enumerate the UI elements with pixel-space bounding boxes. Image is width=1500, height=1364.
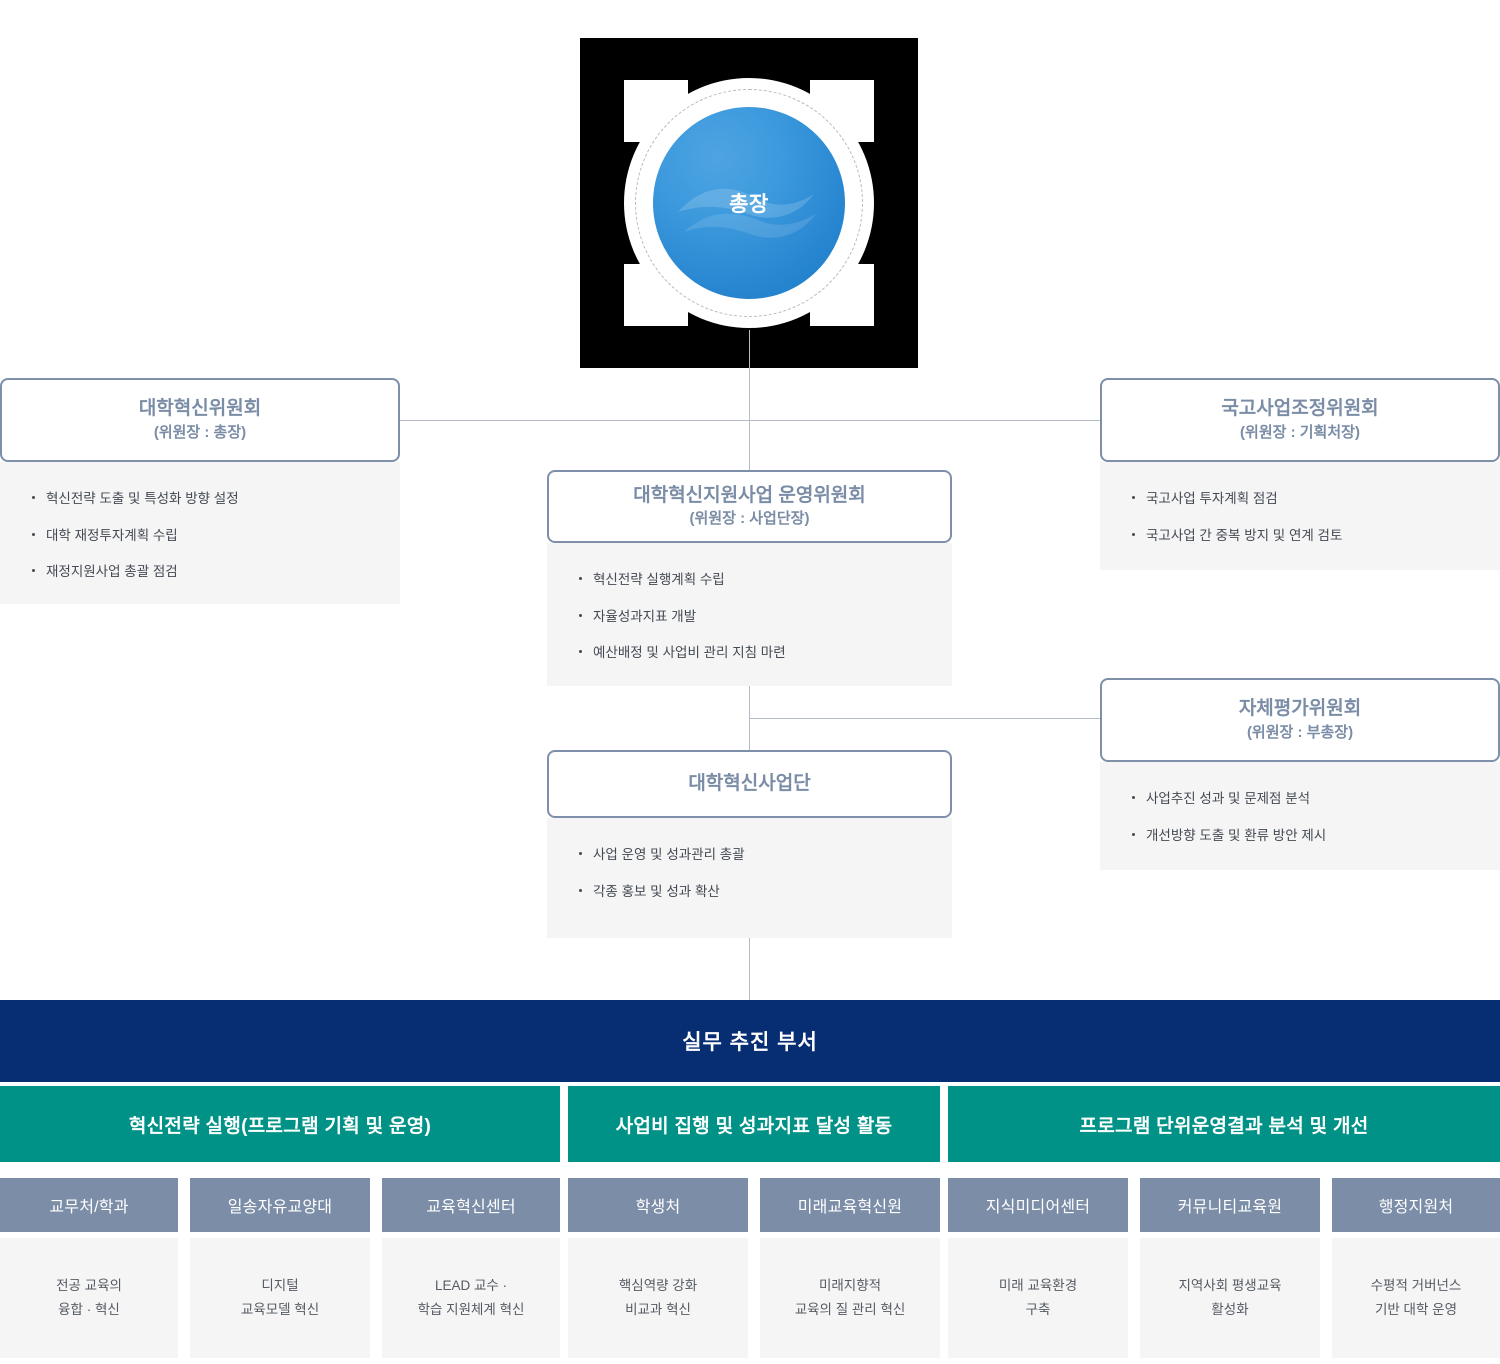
department-desc: 디지털 교육모델 혁신 bbox=[240, 1278, 320, 1317]
president-dashed-ring bbox=[635, 89, 863, 317]
committee-card-university-innovation-committee[interactable]: 대학혁신위원회 (위원장 : 총장) bbox=[0, 378, 400, 462]
department-desc: 수평적 거버넌스 기반 대학 운영 bbox=[1370, 1278, 1462, 1317]
list-item: 사업 운영 및 성과관리 총괄 bbox=[577, 844, 922, 866]
committee-card-self-evaluation-committee[interactable]: 자체평가위원회 (위원장 : 부총장) bbox=[1100, 678, 1500, 762]
department-future-education-institute[interactable]: 미래교육혁신원 미래지향적 교육의 질 관리 혁신 bbox=[760, 1178, 940, 1358]
president-node: 총장 bbox=[580, 38, 918, 368]
department-education-innovation-center[interactable]: 교육혁신센터 LEAD 교수 · 학습 지원체계 혁신 bbox=[382, 1178, 560, 1358]
committee-body-university-innovation-committee: 혁신전략 도출 및 특성화 방향 설정 대학 재정투자계획 수립 재정지원사업 … bbox=[0, 462, 400, 604]
list-item: 개선방향 도출 및 환류 방안 제시 bbox=[1130, 825, 1470, 847]
department-name: 지식미디어센터 bbox=[985, 1199, 1091, 1216]
connector-to-steering-committee bbox=[749, 420, 750, 470]
department-name: 커뮤니티교육원 bbox=[1177, 1199, 1283, 1216]
committee-title: 자체평가위원회 bbox=[1238, 698, 1362, 720]
committee-body-self-evaluation-committee: 사업추진 성과 및 문제점 분석 개선방향 도출 및 환류 방안 제시 bbox=[1100, 762, 1500, 870]
department-body: 전공 교육의 융합 · 혁신 bbox=[0, 1238, 178, 1358]
committee-title: 국고사업조정위원회 bbox=[1221, 398, 1379, 420]
department-desc: 미래지향적 교육의 질 관리 혁신 bbox=[794, 1278, 906, 1317]
list-item: 자율성과지표 개발 bbox=[577, 606, 922, 628]
committee-card-national-project-coordination-committee[interactable]: 국고사업조정위원회 (위원장 : 기획처장) bbox=[1100, 378, 1500, 462]
committee-title: 대학혁신사업단 bbox=[688, 773, 811, 795]
department-header: 학생처 bbox=[568, 1178, 748, 1232]
department-body: 수평적 거버넌스 기반 대학 운영 bbox=[1332, 1238, 1500, 1358]
department-body: 디지털 교육모델 혁신 bbox=[190, 1238, 370, 1358]
department-name: 미래교육혁신원 bbox=[797, 1199, 903, 1216]
working-departments-bar: 실무 추진 부서 bbox=[0, 1000, 1500, 1082]
department-header: 지식미디어센터 bbox=[948, 1178, 1128, 1232]
committee-title: 대학혁신지원사업 운영위원회 bbox=[633, 484, 866, 506]
connector-right-committee-horizontal bbox=[749, 420, 1101, 421]
department-header: 일송자유교양대 bbox=[190, 1178, 370, 1232]
list-item: 혁신전략 실행계획 수립 bbox=[577, 569, 922, 591]
president-circle: 총장 bbox=[653, 107, 845, 299]
department-desc: 미래 교육환경 구축 bbox=[998, 1278, 1078, 1317]
department-body: 지역사회 평생교육 활성화 bbox=[1140, 1238, 1320, 1358]
department-ilsong-liberal-arts[interactable]: 일송자유교양대 디지털 교육모델 혁신 bbox=[190, 1178, 370, 1358]
department-desc: LEAD 교수 · 학습 지원체계 혁신 bbox=[417, 1278, 525, 1317]
committee-item-list: 사업 운영 및 성과관리 총괄 각종 홍보 및 성과 확산 bbox=[577, 844, 922, 902]
president-label: 총장 bbox=[729, 193, 769, 216]
list-item: 재정지원사업 총괄 점검 bbox=[30, 561, 370, 583]
department-community-education-institute[interactable]: 커뮤니티교육원 지역사회 평생교육 활성화 bbox=[1140, 1178, 1320, 1358]
list-item: 예산배정 및 사업비 관리 지침 마련 bbox=[577, 642, 922, 664]
committee-card-university-innovation-project-group[interactable]: 대학혁신사업단 bbox=[547, 750, 952, 818]
list-item: 국고사업 간 중복 방지 및 연계 검토 bbox=[1130, 525, 1470, 547]
committee-item-list: 국고사업 투자계획 점검 국고사업 간 중복 방지 및 연계 검토 bbox=[1130, 488, 1470, 546]
department-name: 학생처 bbox=[635, 1199, 681, 1216]
committee-chair: (위원장 : 기획처장) bbox=[1240, 423, 1360, 441]
department-body: 미래지향적 교육의 질 관리 혁신 bbox=[760, 1238, 940, 1358]
list-item: 각종 홍보 및 성과 확산 bbox=[577, 881, 922, 903]
committee-body-national-project-coordination-committee: 국고사업 투자계획 점검 국고사업 간 중복 방지 및 연계 검토 bbox=[1100, 462, 1500, 570]
department-body: LEAD 교수 · 학습 지원체계 혁신 bbox=[382, 1238, 560, 1358]
committee-body-innovation-support-project-steering-committee: 혁신전략 실행계획 수립 자율성과지표 개발 예산배정 및 사업비 관리 지침 … bbox=[547, 543, 952, 686]
list-item: 대학 재정투자계획 수립 bbox=[30, 525, 370, 547]
department-body: 핵심역량 강화 비교과 혁신 bbox=[568, 1238, 748, 1358]
committee-body-university-innovation-project-group: 사업 운영 및 성과관리 총괄 각종 홍보 및 성과 확산 bbox=[547, 818, 952, 938]
department-name: 교육혁신센터 bbox=[426, 1199, 516, 1216]
committee-item-list: 혁신전략 실행계획 수립 자율성과지표 개발 예산배정 및 사업비 관리 지침 … bbox=[577, 569, 922, 664]
department-student-affairs[interactable]: 학생처 핵심역량 강화 비교과 혁신 bbox=[568, 1178, 748, 1358]
group-header-label: 프로그램 단위운영결과 분석 및 개선 bbox=[1079, 1115, 1369, 1137]
connector-president-vertical bbox=[749, 330, 750, 420]
department-name: 행정지원처 bbox=[1378, 1199, 1454, 1216]
department-knowledge-media-center[interactable]: 지식미디어센터 미래 교육환경 구축 bbox=[948, 1178, 1128, 1358]
committee-item-list: 혁신전략 도출 및 특성화 방향 설정 대학 재정투자계획 수립 재정지원사업 … bbox=[30, 488, 370, 583]
group-header-program-analysis[interactable]: 프로그램 단위운영결과 분석 및 개선 bbox=[948, 1086, 1500, 1162]
connector-left-committee-horizontal bbox=[399, 420, 750, 421]
wave-logo-icon bbox=[678, 188, 816, 238]
department-name: 일송자유교양대 bbox=[227, 1199, 333, 1216]
department-header: 커뮤니티교육원 bbox=[1140, 1178, 1320, 1232]
committee-title: 대학혁신위원회 bbox=[138, 398, 262, 420]
department-desc: 핵심역량 강화 비교과 혁신 bbox=[618, 1278, 698, 1317]
committee-chair: (위원장 : 총장) bbox=[153, 423, 247, 441]
list-item: 국고사업 투자계획 점검 bbox=[1130, 488, 1470, 510]
working-departments-label: 실무 추진 부서 bbox=[682, 1031, 818, 1054]
group-header-budget-execution[interactable]: 사업비 집행 및 성과지표 달성 활동 bbox=[568, 1086, 940, 1162]
group-header-label: 혁신전략 실행(프로그램 기획 및 운영) bbox=[128, 1115, 432, 1137]
department-desc: 지역사회 평생교육 활성화 bbox=[1178, 1278, 1282, 1317]
committee-chair: (위원장 : 사업단장) bbox=[689, 510, 810, 528]
department-name: 교무처/학과 bbox=[49, 1199, 129, 1216]
committee-chair: (위원장 : 부총장) bbox=[1246, 723, 1354, 741]
department-administrative-support[interactable]: 행정지원처 수평적 거버넌스 기반 대학 운영 bbox=[1332, 1178, 1500, 1358]
department-academic-affairs[interactable]: 교무처/학과 전공 교육의 융합 · 혁신 bbox=[0, 1178, 178, 1358]
department-header: 교무처/학과 bbox=[0, 1178, 178, 1232]
department-body: 미래 교육환경 구축 bbox=[948, 1238, 1128, 1358]
connector-self-evaluation-horizontal bbox=[749, 718, 1101, 719]
group-header-row: 혁신전략 실행(프로그램 기획 및 운영) 사업비 집행 및 성과지표 달성 활… bbox=[0, 1086, 1500, 1162]
department-header: 교육혁신센터 bbox=[382, 1178, 560, 1232]
list-item: 혁신전략 도출 및 특성화 방향 설정 bbox=[30, 488, 370, 510]
connector-project-group-to-navy-bar bbox=[749, 938, 750, 1000]
department-row: 교무처/학과 전공 교육의 융합 · 혁신 일송자유교양대 디지털 교육모델 혁… bbox=[0, 1178, 1500, 1364]
committee-item-list: 사업추진 성과 및 문제점 분석 개선방향 도출 및 환류 방안 제시 bbox=[1130, 788, 1470, 846]
committee-card-innovation-support-project-steering-committee[interactable]: 대학혁신지원사업 운영위원회 (위원장 : 사업단장) bbox=[547, 470, 952, 543]
list-item: 사업추진 성과 및 문제점 분석 bbox=[1130, 788, 1470, 810]
department-desc: 전공 교육의 융합 · 혁신 bbox=[56, 1278, 122, 1317]
department-header: 미래교육혁신원 bbox=[760, 1178, 940, 1232]
department-header: 행정지원처 bbox=[1332, 1178, 1500, 1232]
group-header-innovation-strategy[interactable]: 혁신전략 실행(프로그램 기획 및 운영) bbox=[0, 1086, 560, 1162]
group-header-label: 사업비 집행 및 성과지표 달성 활동 bbox=[615, 1115, 893, 1137]
